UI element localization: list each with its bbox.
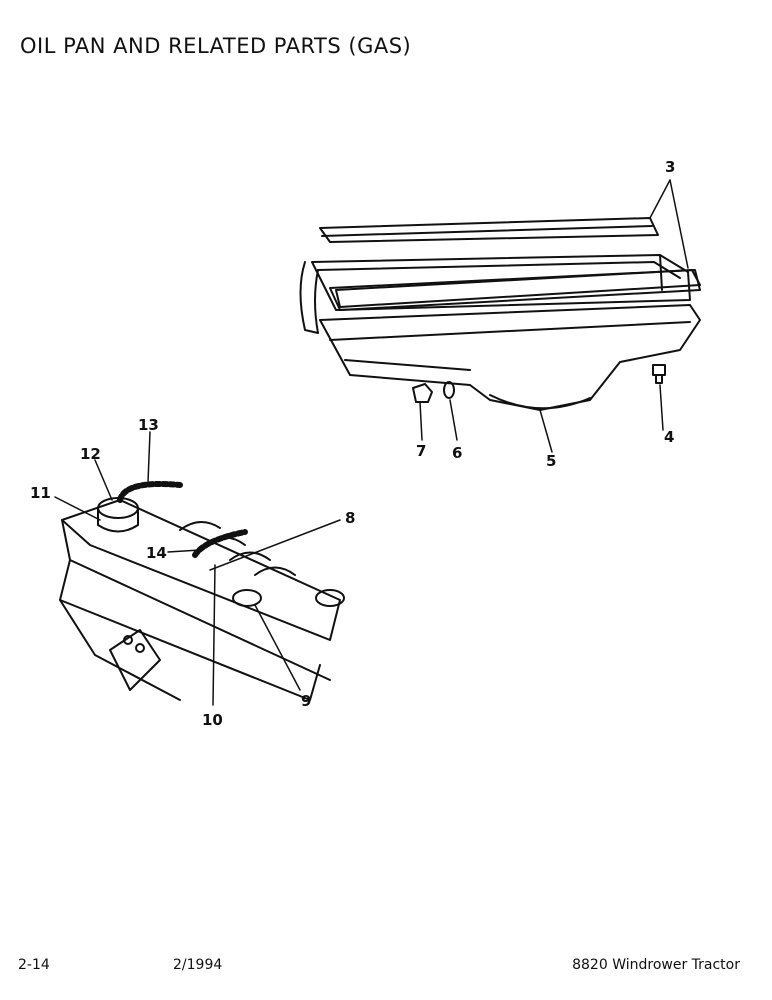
callout-14: 14: [146, 544, 167, 562]
footer-date: 2/1994: [173, 957, 223, 973]
washer-6: [443, 381, 455, 399]
callout-4: 4: [664, 428, 674, 446]
callout-8: 8: [345, 509, 355, 527]
footer-page-number: 2-14: [18, 957, 50, 973]
callout-12: 12: [80, 445, 101, 463]
leader-lines: [54, 179, 689, 706]
page-title: OIL PAN AND RELATED PARTS (GAS): [20, 34, 412, 58]
callout-11: 11: [30, 484, 51, 502]
callout-6: 6: [452, 444, 462, 462]
callout-13: 13: [138, 416, 159, 434]
callout-10: 10: [202, 711, 223, 729]
upper-gasket: [319, 217, 659, 243]
engine-block: [59, 481, 345, 701]
callout-5: 5: [546, 452, 556, 470]
lower-gasket: [335, 254, 701, 308]
plug-7: [412, 383, 433, 403]
callout-3: 3: [665, 158, 675, 176]
oil-pan: [299, 254, 701, 411]
drain-plug: [652, 364, 666, 384]
callout-7: 7: [416, 442, 426, 460]
callout-9: 9: [301, 692, 311, 710]
footer-model: 8820 Windrower Tractor: [572, 957, 740, 973]
